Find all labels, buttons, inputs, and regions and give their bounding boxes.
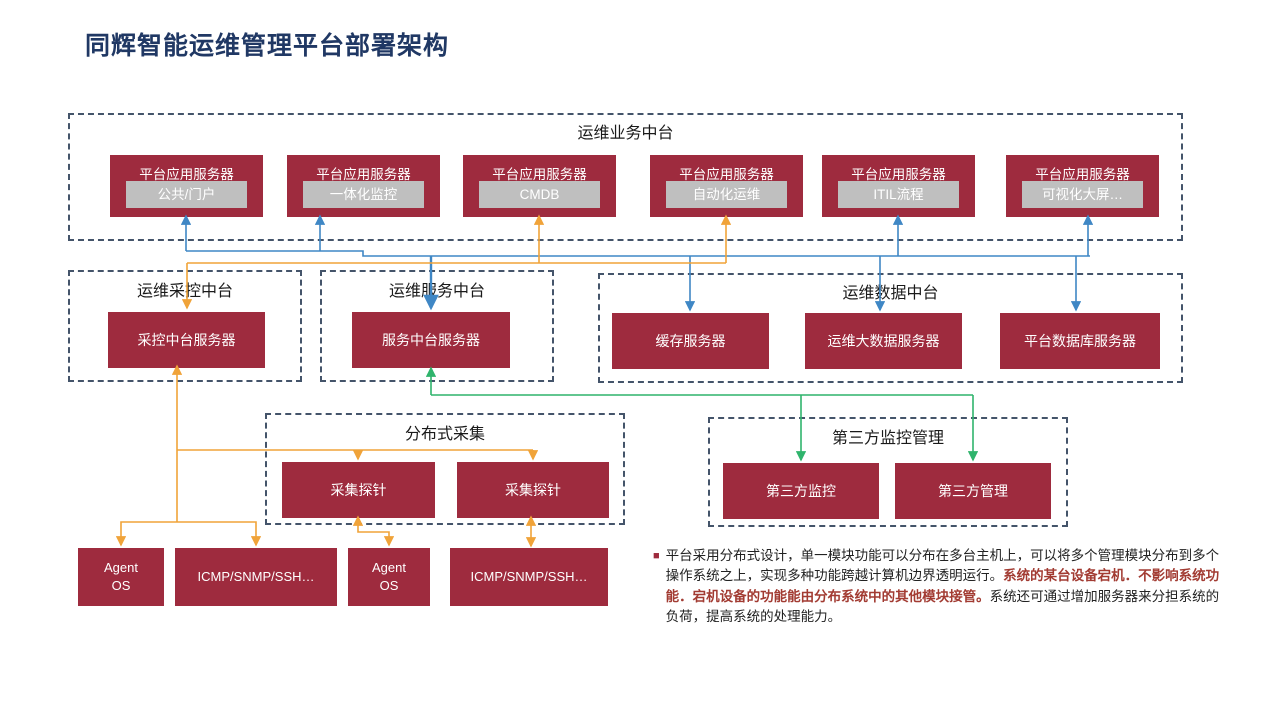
module-bigscreen: 可视化大屏… xyxy=(1022,181,1143,208)
service-platform-server: 服务中台服务器 xyxy=(352,312,510,368)
app-server-label: 平台应用服务器 xyxy=(316,167,411,182)
arrow-blue-bus xyxy=(186,250,1090,257)
group-third-party-title: 第三方监控管理 xyxy=(831,430,944,447)
app-server-box: 平台应用服务器 公共/门户 xyxy=(110,155,263,217)
collection-platform-server: 采控中台服务器 xyxy=(108,312,265,368)
database-server: 平台数据库服务器 xyxy=(1000,313,1160,369)
group-distributed-collection-title: 分布式采集 xyxy=(404,426,485,443)
group-distributed-collection xyxy=(265,413,625,525)
group-third-party xyxy=(708,417,1068,527)
app-server-label: 平台应用服务器 xyxy=(492,167,587,182)
group-collection-platform-title: 运维采控中台 xyxy=(136,283,233,300)
app-server-box: 平台应用服务器 自动化运维 xyxy=(650,155,803,217)
bigdata-server: 运维大数据服务器 xyxy=(805,313,962,369)
note-paragraph: ■ 平台采用分布式设计，单一模块功能可以分布在多台主机上，可以将多个管理模块分布… xyxy=(653,546,1225,627)
module-monitoring: 一体化监控 xyxy=(303,181,424,208)
protocol-box: ICMP/SNMP/SSH… xyxy=(450,548,608,606)
note-text: 平台采用分布式设计，单一模块功能可以分布在多台主机上，可以将多个管理模块分布到多… xyxy=(666,546,1225,627)
page-title: 同辉智能运维管理平台部署架构 xyxy=(85,32,450,60)
app-server-label: 平台应用服务器 xyxy=(1035,167,1130,182)
agent-os-box: Agent OS xyxy=(78,548,164,606)
app-server-label: 平台应用服务器 xyxy=(851,167,946,182)
protocol-box: ICMP/SNMP/SSH… xyxy=(175,548,337,606)
collection-probe: 采集探针 xyxy=(282,462,435,518)
app-server-box: 平台应用服务器 一体化监控 xyxy=(287,155,440,217)
cache-server: 缓存服务器 xyxy=(612,313,769,369)
module-cmdb: CMDB xyxy=(479,181,600,208)
note-segment-highlight: 系统的某台设备宕机．不影响系统功能．宕机设备的功能能由分布系统中的其他模块接管。 xyxy=(665,568,1220,604)
group-business-platform xyxy=(68,113,1183,241)
group-service-platform-title: 运维服务中台 xyxy=(388,283,485,300)
note-bullet-icon: ■ xyxy=(653,550,660,562)
group-business-platform-title: 运维业务中台 xyxy=(577,125,674,142)
app-server-label: 平台应用服务器 xyxy=(139,167,234,182)
third-party-management: 第三方管理 xyxy=(895,463,1051,519)
agent-os-box: Agent OS xyxy=(348,548,430,606)
app-server-label: 平台应用服务器 xyxy=(679,167,774,182)
group-data-platform xyxy=(598,273,1183,383)
note-segment-normal: 系统还可通过增加服务器来分担系统的负荷，提高系统的处理能力。 xyxy=(665,588,1220,624)
note-segment-normal: 平台采用分布式设计，单一模块功能可以分布在多台主机上，可以将多个管理模块分布到多… xyxy=(665,548,1220,584)
module-itil: ITIL流程 xyxy=(838,181,959,208)
app-server-box: 平台应用服务器 CMDB xyxy=(463,155,616,217)
app-server-box: 平台应用服务器 可视化大屏… xyxy=(1006,155,1159,217)
third-party-monitoring: 第三方监控 xyxy=(723,463,879,519)
group-data-platform-title: 运维数据中台 xyxy=(842,285,939,302)
module-portal: 公共/门户 xyxy=(126,181,247,208)
arrow-to-protocol-1 xyxy=(177,521,262,547)
arrow-to-agent-os-1 xyxy=(115,521,177,547)
app-server-box: 平台应用服务器 ITIL流程 xyxy=(822,155,975,217)
group-collection-platform xyxy=(68,270,302,382)
module-automation: 自动化运维 xyxy=(666,181,787,208)
collection-probe: 采集探针 xyxy=(457,462,609,518)
group-service-platform xyxy=(320,270,554,382)
